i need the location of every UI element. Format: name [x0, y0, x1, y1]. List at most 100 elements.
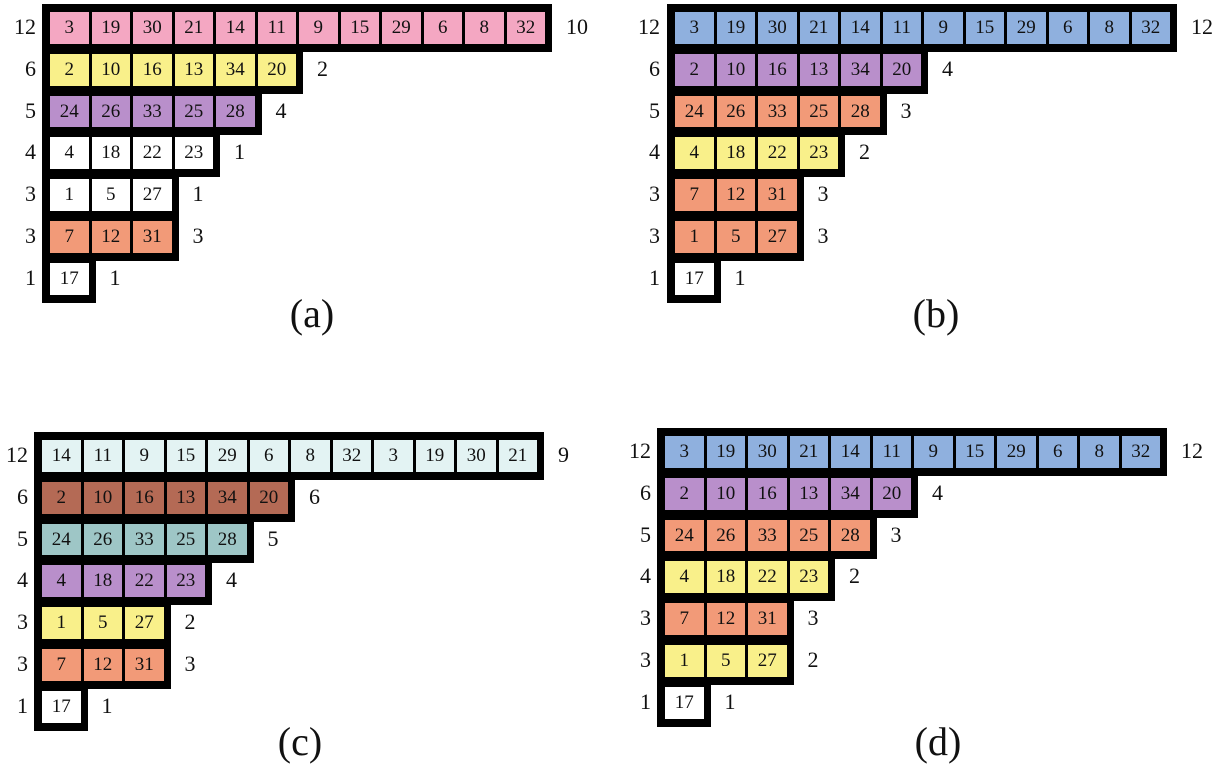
row-count: 3: [817, 181, 829, 207]
row-length-label: 5: [640, 521, 651, 547]
cell: 3: [372, 438, 415, 474]
row-count: 9: [558, 442, 569, 467]
row-count: 1: [724, 688, 736, 714]
cell: 5: [89, 177, 132, 213]
cell: 18: [81, 563, 124, 600]
panel-caption: (d): [914, 719, 962, 764]
row-length-label: 12: [638, 14, 660, 39]
row-length-label: 12: [14, 14, 36, 39]
cell: 18: [714, 135, 757, 172]
row-length-label: 4: [640, 563, 651, 589]
cell: 3: [663, 434, 706, 470]
cell: 24: [40, 521, 83, 558]
cell: 14: [214, 10, 257, 46]
cell: 13: [797, 51, 840, 88]
cell: 17: [663, 684, 706, 721]
cell: 23: [172, 135, 215, 172]
cell: 12: [704, 601, 747, 637]
row-count: 4: [932, 479, 943, 505]
cell: 11: [81, 438, 124, 474]
row-count: 1: [234, 139, 245, 165]
cell: 26: [704, 517, 747, 554]
cell: 24: [663, 517, 706, 554]
row-length-label: 3: [640, 605, 651, 631]
row-count: 12: [1191, 14, 1213, 39]
cell: 12: [81, 647, 124, 683]
cell: 20: [255, 51, 298, 88]
cell: 3: [48, 10, 91, 46]
cell: 4: [673, 135, 716, 172]
cell: 33: [746, 517, 789, 554]
cell: 5: [81, 605, 124, 641]
row-length-label: 3: [25, 181, 36, 207]
cell: 32: [1129, 10, 1172, 46]
row-length-label: 4: [25, 139, 36, 165]
cell: 10: [89, 51, 132, 88]
cell: 18: [704, 559, 747, 596]
cell: 19: [413, 438, 456, 474]
row-length-label: 5: [649, 97, 660, 123]
row-count: 1: [734, 264, 746, 290]
row-count: 3: [817, 223, 829, 248]
cell: 26: [81, 521, 124, 558]
row-count: 3: [900, 97, 912, 123]
cell: 32: [1119, 434, 1162, 470]
cell: 8: [1078, 434, 1121, 470]
row-length-label: 6: [17, 483, 28, 509]
cell: 16: [131, 51, 174, 88]
cell: 9: [912, 434, 955, 470]
cell: 1: [673, 219, 716, 255]
cell: 7: [663, 601, 706, 637]
cell: 11: [870, 434, 913, 470]
cell: 15: [164, 438, 207, 474]
row-length-label: 6: [640, 479, 651, 505]
cell: 7: [673, 177, 716, 213]
cell: 32: [330, 438, 373, 474]
row-count: 12: [1181, 438, 1203, 463]
cell: 33: [123, 521, 166, 558]
cell: 14: [829, 434, 872, 470]
row-length-label: 1: [25, 264, 36, 290]
cell: 9: [922, 10, 965, 46]
cell: 25: [787, 517, 830, 554]
cell: 7: [40, 647, 83, 683]
cell: 30: [746, 434, 789, 470]
cell: 29: [1005, 10, 1048, 46]
row-length-label: 3: [649, 181, 660, 207]
cell: 13: [164, 479, 207, 516]
cell: 12: [89, 219, 132, 255]
cell: 31: [756, 177, 799, 213]
cell: 20: [880, 51, 923, 88]
cell: 4: [40, 563, 83, 600]
cell: 14: [40, 438, 83, 474]
cell: 34: [214, 51, 257, 88]
cell: 19: [714, 10, 757, 46]
row-count: 5: [267, 525, 279, 551]
cell: 21: [797, 10, 840, 46]
cell: 17: [48, 260, 91, 297]
cell: 27: [123, 605, 166, 641]
cell: 6: [1046, 10, 1089, 46]
cell: 21: [496, 438, 539, 474]
cell: 29: [995, 434, 1038, 470]
row-length-label: 3: [649, 223, 660, 248]
cell: 6: [421, 10, 464, 46]
cell: 4: [48, 135, 91, 172]
row-length-label: 3: [17, 609, 28, 635]
row-length-label: 3: [17, 651, 28, 676]
row-length-label: 6: [649, 55, 660, 81]
row-length-label: 12: [6, 442, 28, 467]
row-count: 2: [807, 647, 819, 672]
cell: 29: [380, 10, 423, 46]
cell: 34: [829, 475, 872, 512]
row-count: 2: [849, 563, 860, 589]
row-length-label: 6: [25, 55, 36, 81]
cell: 22: [756, 135, 799, 172]
cell: 3: [673, 10, 716, 46]
cell: 2: [40, 479, 83, 516]
row-length-label: 3: [25, 223, 36, 248]
cell: 16: [746, 475, 789, 512]
row-count: 1: [192, 181, 204, 207]
cell: 30: [455, 438, 498, 474]
cell: 5: [714, 219, 757, 255]
